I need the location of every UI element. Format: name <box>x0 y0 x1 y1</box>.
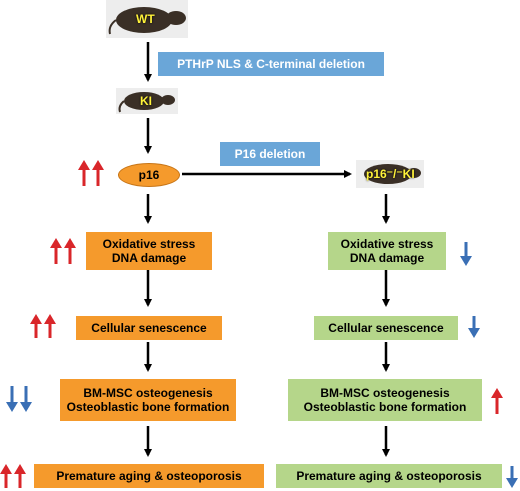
oxidative-stress-box-left: Oxidative stress DNA damage <box>86 232 212 270</box>
double-up-arrow-icon <box>0 464 26 488</box>
bmmsc-box-right: BM-MSC osteogenesis Osteoblastic bone fo… <box>288 379 482 421</box>
dna-damage-text: DNA damage <box>111 251 187 265</box>
down-arrow-icon <box>460 242 472 266</box>
mouse-icon <box>108 7 186 35</box>
down-arrow-icon <box>506 466 518 488</box>
cellular-senescence-box-left: Cellular senescence <box>76 316 222 340</box>
mouse-icon <box>364 164 421 184</box>
premature-aging-box-right: Premature aging & osteoporosis <box>276 464 502 488</box>
p16-node: p16 <box>118 163 180 187</box>
mouse-icon <box>118 92 175 113</box>
wt-mouse-photo: WT <box>106 0 188 38</box>
bmmsc-osteogenesis-text: BM-MSC osteogenesis <box>320 386 450 400</box>
bmmsc-box-left: BM-MSC osteogenesis Osteoblastic bone fo… <box>60 379 236 421</box>
dna-damage-text: DNA damage <box>349 251 425 265</box>
oxidative-stress-text: Oxidative stress <box>340 237 434 251</box>
double-up-arrow-icon <box>78 160 104 186</box>
premature-aging-box-left: Premature aging & osteoporosis <box>34 464 264 488</box>
oxidative-stress-text: Oxidative stress <box>102 237 196 251</box>
down-arrow-icon <box>468 316 480 338</box>
ki-mouse-photo: KI <box>116 88 178 114</box>
pthrp-deletion-label: PTHrP NLS & C-terminal deletion <box>158 52 384 76</box>
p16-deletion-label: P16 deletion <box>220 142 320 166</box>
cellular-senescence-box-right: Cellular senescence <box>314 316 458 340</box>
up-arrow-icon <box>491 388 503 414</box>
wt-label: WT <box>136 12 155 26</box>
bmmsc-osteogenesis-text: BM-MSC osteogenesis <box>83 386 213 400</box>
ki-label: KI <box>140 94 152 108</box>
double-up-arrow-icon <box>50 238 76 264</box>
double-up-arrow-icon <box>30 314 56 338</box>
osteoblastic-bone-formation-text: Osteoblastic bone formation <box>303 400 467 414</box>
p16ki-mouse-photo: p16⁻/⁻KI <box>356 160 424 188</box>
oxidative-stress-box-right: Oxidative stress DNA damage <box>328 232 446 270</box>
double-down-arrow-icon <box>6 386 32 412</box>
osteoblastic-bone-formation-text: Osteoblastic bone formation <box>66 400 230 414</box>
p16ki-label: p16⁻/⁻KI <box>366 167 415 181</box>
